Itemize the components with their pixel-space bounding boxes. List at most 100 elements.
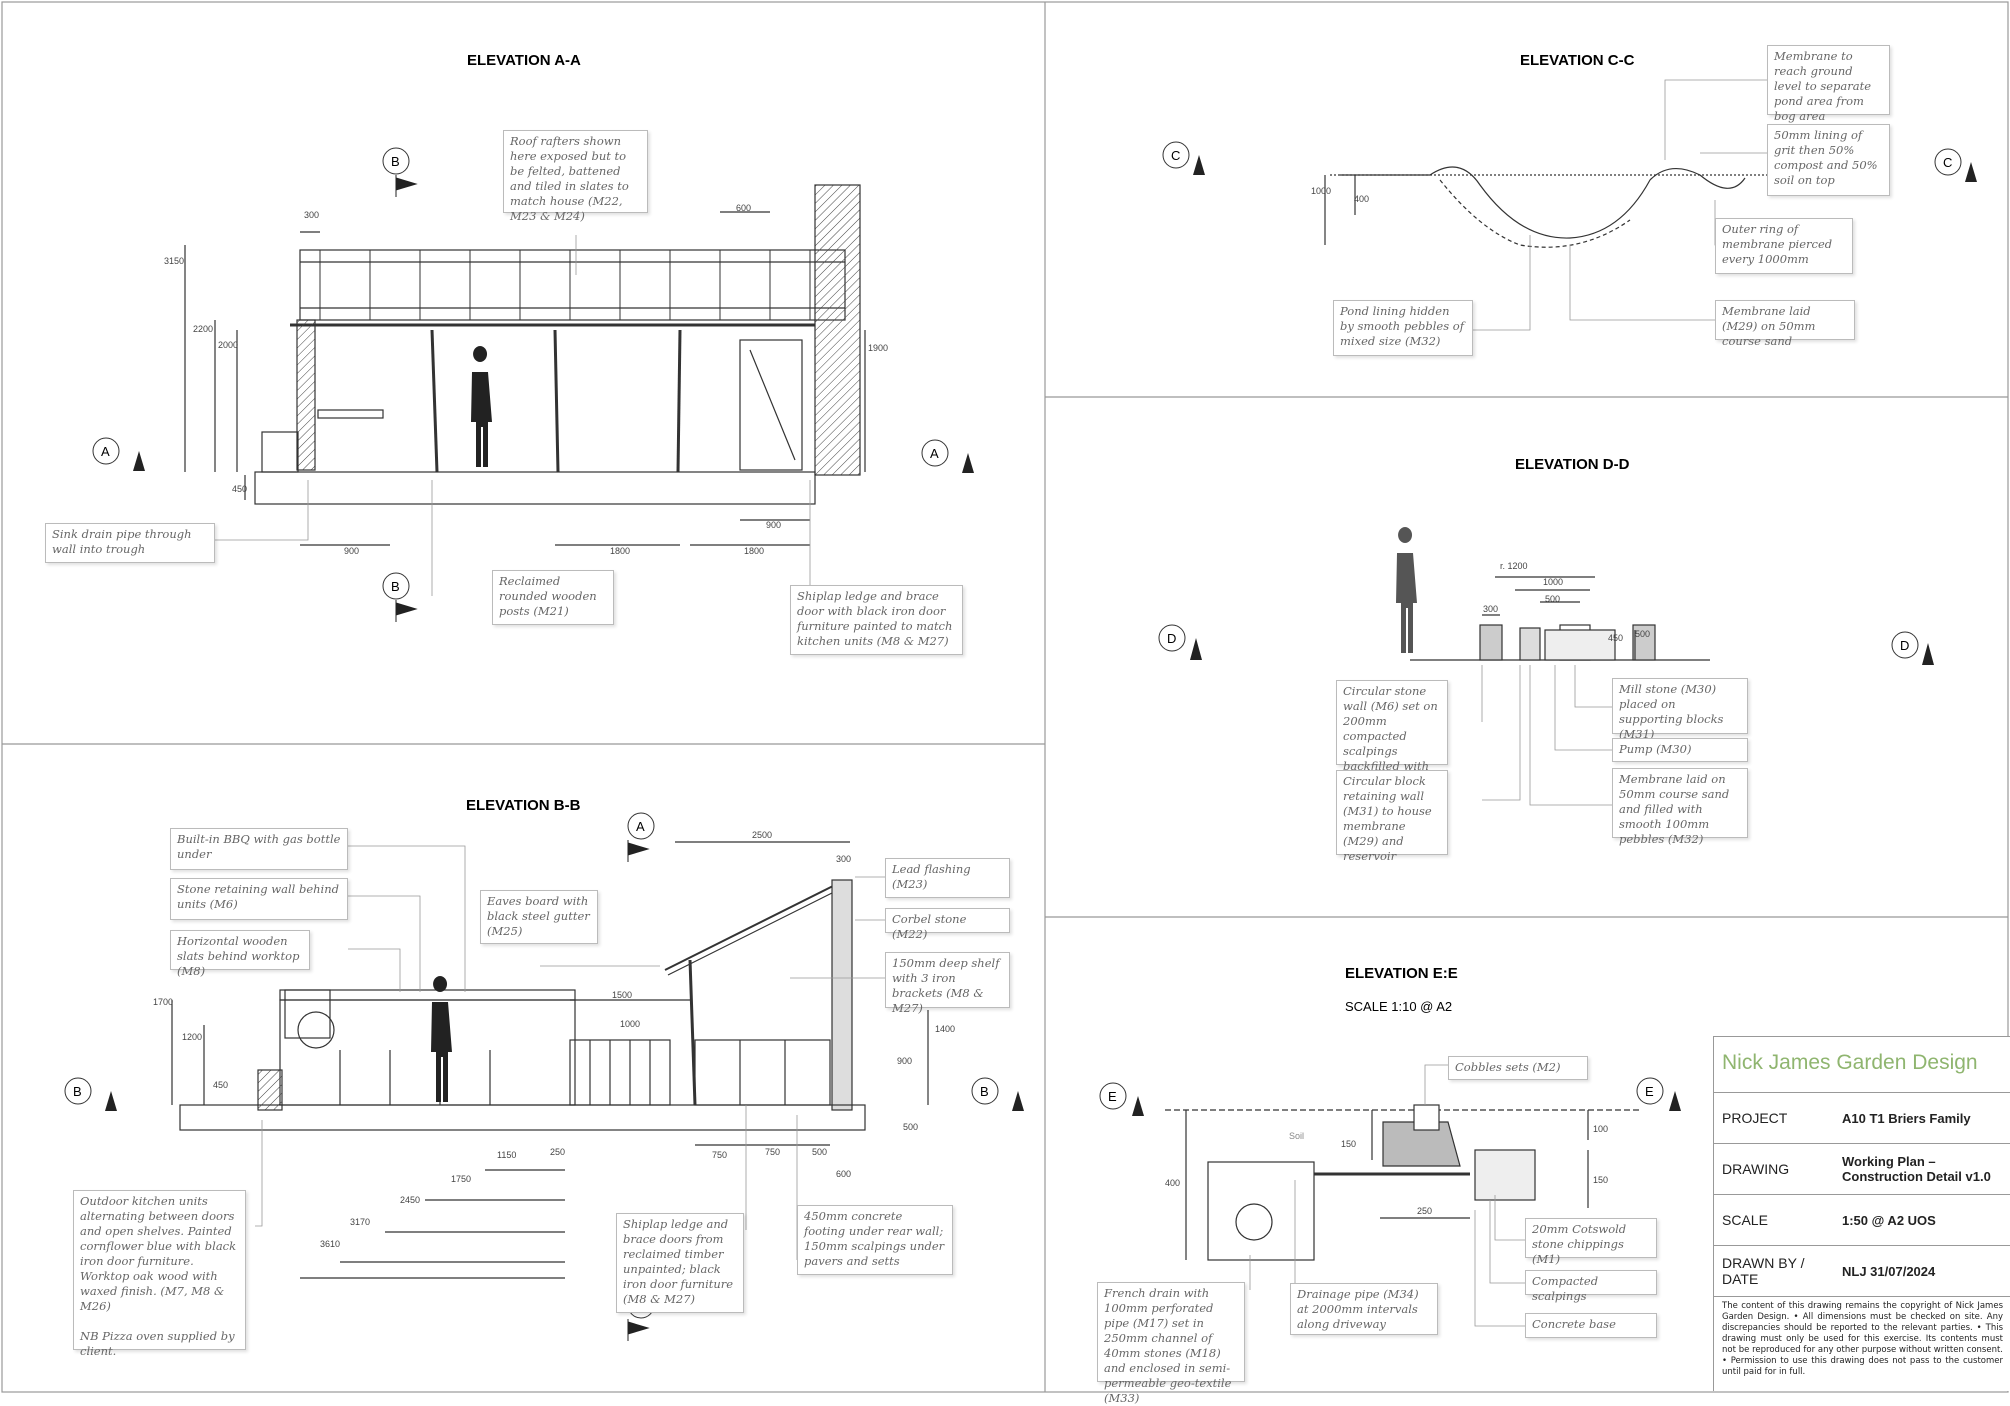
note-wooden-posts: Reclaimed rounded wooden posts (M21) xyxy=(492,570,614,625)
note-grit-lining: 50mm lining of grit then 50% compost and… xyxy=(1767,124,1890,196)
note-shiplap-door: Shiplap ledge and brace door with black … xyxy=(790,585,963,655)
elevation-aa-dims: 300 600 3150 2200 2000 1900 450 900 1800… xyxy=(164,203,888,556)
section-marker-c-right: C xyxy=(1934,148,1977,182)
elevation-aa-drawing xyxy=(184,184,866,546)
svg-text:1700: 1700 xyxy=(153,997,173,1007)
project-value: A10 T1 Briers Family xyxy=(1842,1110,1971,1126)
svg-text:1800: 1800 xyxy=(744,546,764,556)
svg-text:600: 600 xyxy=(836,1169,851,1179)
svg-text:750: 750 xyxy=(765,1147,780,1157)
svg-text:300: 300 xyxy=(836,854,851,864)
svg-text:D: D xyxy=(1167,631,1176,646)
svg-text:500: 500 xyxy=(1545,594,1560,604)
note-outer-ring: Outer ring of membrane pierced every 100… xyxy=(1715,218,1853,274)
note-compacted-scalpings: Compacted scalpings xyxy=(1525,1270,1657,1303)
svg-text:C: C xyxy=(1943,155,1952,170)
note-circular-stone-wall: Circular stone wall (M6) set on 200mm co… xyxy=(1336,680,1448,788)
elevation-cc-title: ELEVATION C-C xyxy=(1520,52,1635,69)
svg-text:450: 450 xyxy=(232,484,247,494)
svg-text:1000: 1000 xyxy=(1311,186,1331,196)
copyright-notice: The content of this drawing remains the … xyxy=(1722,1301,2003,1377)
drawing-label: DRAWING xyxy=(1722,1161,1790,1177)
note-lead-flashing: Lead flashing (M23) xyxy=(885,858,1010,898)
drawing-row: DRAWING Working Plan – Construction Deta… xyxy=(1714,1144,2010,1195)
svg-text:E: E xyxy=(1645,1084,1654,1099)
note-bbq: Built-in BBQ with gas bottle under xyxy=(170,828,348,870)
section-marker-d-left: D xyxy=(1158,624,1202,660)
svg-text:150: 150 xyxy=(1593,1175,1608,1185)
note-shiplap-doors: Shiplap ledge and brace doors from recla… xyxy=(616,1213,744,1313)
section-markers: A A B B B B A A C C D D E E xyxy=(64,141,1977,1341)
elevation-dd-drawing xyxy=(1410,576,1710,661)
note-membrane-laid: Membrane laid (M29) on 50mm course sand xyxy=(1715,300,1855,348)
note-shelf: 150mm deep shelf with 3 iron brackets (M… xyxy=(885,952,1010,1015)
note-cobbles: Cobbles sets (M2) xyxy=(1448,1056,1588,1080)
svg-text:1900: 1900 xyxy=(868,343,888,353)
svg-text:C: C xyxy=(1171,148,1180,163)
svg-text:450: 450 xyxy=(213,1080,228,1090)
svg-text:900: 900 xyxy=(344,546,359,556)
section-marker-e-left: E xyxy=(1099,1082,1144,1116)
drawing-value-line2: Construction Detail v1.0 xyxy=(1842,1169,1991,1184)
svg-text:1800: 1800 xyxy=(610,546,630,556)
note-kitchen-units: Outdoor kitchen units alternating betwee… xyxy=(73,1190,246,1358)
svg-text:Soil: Soil xyxy=(1289,1131,1304,1141)
svg-text:B: B xyxy=(980,1084,989,1099)
elevation-aa-title: ELEVATION A-A xyxy=(467,52,581,69)
svg-text:500: 500 xyxy=(903,1122,918,1132)
svg-text:r. 1200: r. 1200 xyxy=(1500,561,1528,571)
note-pond-lining: Pond lining hidden by smooth pebbles of … xyxy=(1333,300,1473,356)
note-stone-wall: Stone retaining wall behind units (M6) xyxy=(170,878,348,920)
leader-lines xyxy=(215,79,1767,1327)
section-marker-d-right: D xyxy=(1891,631,1934,665)
svg-text:1750: 1750 xyxy=(451,1174,471,1184)
elevation-dd-dims: r. 1200 1000 500 300 450 500 xyxy=(1483,561,1650,643)
section-marker-b-top: B xyxy=(382,147,418,197)
svg-text:900: 900 xyxy=(897,1056,912,1066)
project-row: PROJECT A10 T1 Briers Family xyxy=(1714,1093,2010,1144)
note-wooden-slats: Horizontal wooden slats behind worktop (… xyxy=(170,930,310,978)
svg-text:3150: 3150 xyxy=(164,256,184,266)
elevation-ee-title: ELEVATION E:E xyxy=(1345,965,1458,982)
svg-text:A: A xyxy=(101,444,110,459)
svg-text:100: 100 xyxy=(1593,1124,1608,1134)
svg-text:400: 400 xyxy=(1354,194,1369,204)
scale-label: SCALE xyxy=(1722,1212,1768,1228)
person-silhouette-bb xyxy=(431,976,452,1102)
elevation-ee-drawing xyxy=(1165,1104,1640,1261)
elevation-dd-title: ELEVATION D-D xyxy=(1515,456,1630,473)
section-marker-b-right: B xyxy=(971,1077,1024,1111)
drawing-value-line1: Working Plan – xyxy=(1842,1154,1936,1169)
note-corbel-stone: Corbel stone (M22) xyxy=(885,908,1010,941)
note-membrane-pebbles: Membrane laid on 50mm course sand and fi… xyxy=(1612,768,1748,846)
svg-text:A: A xyxy=(930,446,939,461)
section-marker-a-left: A xyxy=(92,437,145,471)
section-marker-c-left: C xyxy=(1162,141,1205,175)
svg-text:900: 900 xyxy=(766,520,781,530)
note-roof-rafters: Roof rafters shown here exposed but to b… xyxy=(503,130,648,223)
title-block: Nick James Garden Design PROJECT A10 T1 … xyxy=(1713,1036,2010,1391)
note-cotswold-chippings: 20mm Cotswold stone chippings (M1) xyxy=(1525,1218,1657,1266)
note-sink-drain: Sink drain pipe through wall into trough xyxy=(45,523,215,563)
svg-text:150: 150 xyxy=(1341,1139,1356,1149)
svg-text:1500: 1500 xyxy=(612,990,632,1000)
svg-text:300: 300 xyxy=(304,210,319,220)
svg-text:3170: 3170 xyxy=(350,1217,370,1227)
svg-text:1000: 1000 xyxy=(1543,577,1563,587)
svg-text:1150: 1150 xyxy=(497,1150,516,1160)
svg-text:1400: 1400 xyxy=(935,1024,955,1034)
elevation-ee-scale: SCALE 1:10 @ A2 xyxy=(1345,999,1452,1014)
note-concrete-footing: 450mm concrete footing under rear wall; … xyxy=(797,1205,953,1275)
svg-text:2200: 2200 xyxy=(193,324,213,334)
svg-text:600: 600 xyxy=(736,203,751,213)
svg-text:400: 400 xyxy=(1165,1178,1180,1188)
svg-text:250: 250 xyxy=(1417,1206,1432,1216)
drawn-row: DRAWN BY / DATE NLJ 31/07/2024 xyxy=(1714,1246,2010,1297)
note-pump: Pump (M30) xyxy=(1612,738,1748,762)
elevation-ee-dims: 150 100 400 150 250 Soil xyxy=(1165,1124,1608,1216)
drawing-value: Working Plan – Construction Detail v1.0 xyxy=(1842,1154,1991,1184)
svg-text:2500: 2500 xyxy=(752,830,772,840)
note-concrete-base: Concrete base xyxy=(1525,1313,1657,1338)
